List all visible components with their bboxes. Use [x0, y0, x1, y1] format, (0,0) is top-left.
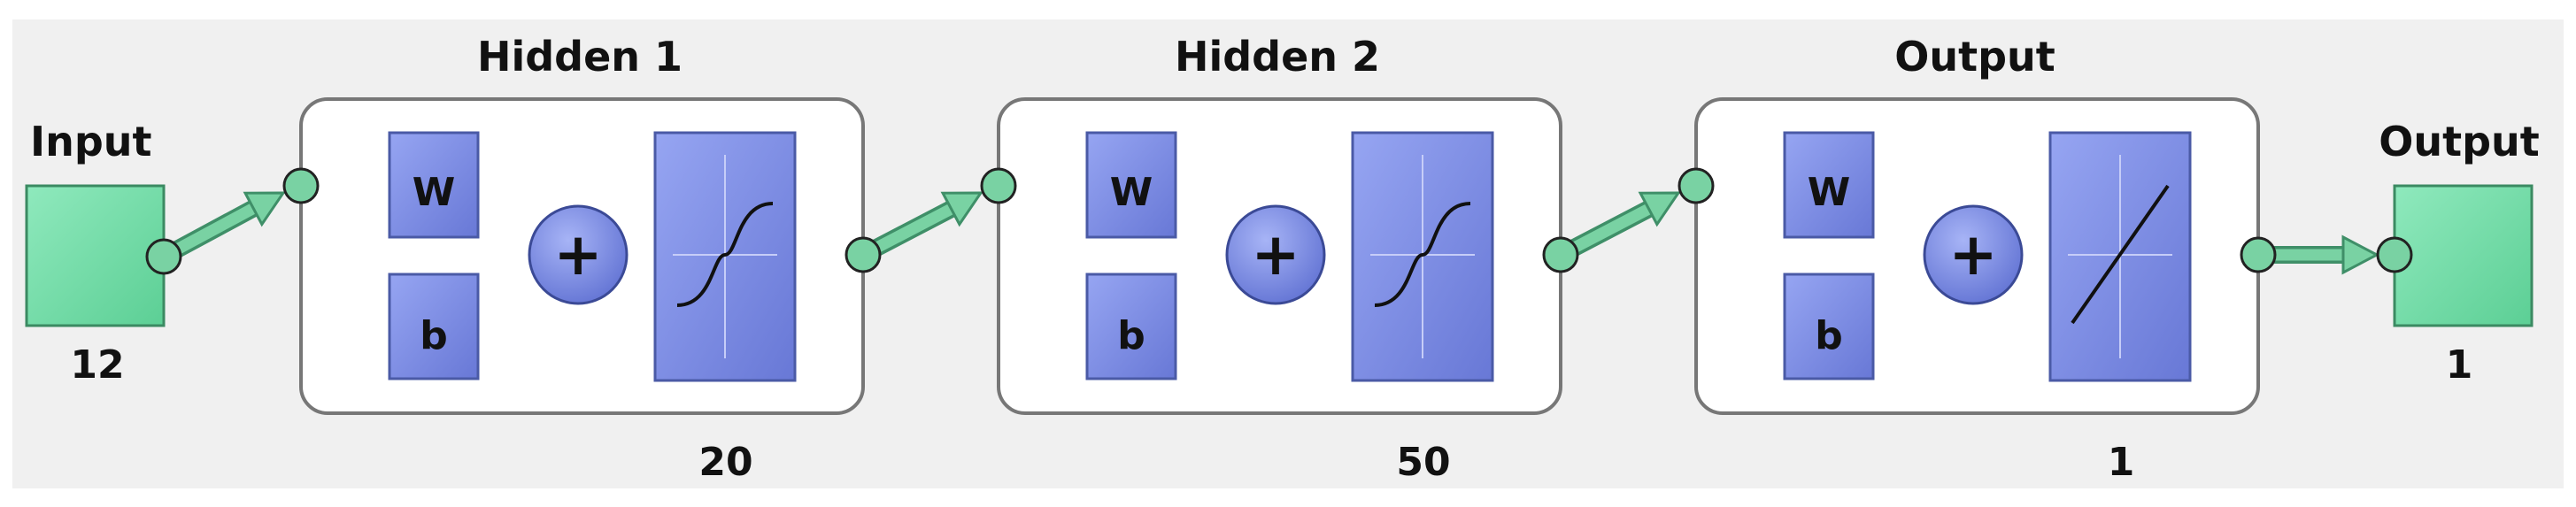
tansig-icon: [673, 155, 777, 358]
output-size: 1: [2446, 342, 2473, 388]
layer-output: Output W b + 1: [1694, 33, 2260, 485]
bias-block: [1085, 273, 1177, 380]
layer-title: Hidden 1: [477, 33, 683, 81]
layer-hidden-2: Hidden 2 W b + 50: [997, 33, 1562, 485]
weight-block: [1783, 131, 1875, 239]
link-1-2: [857, 196, 971, 261]
bias-block: [1783, 273, 1875, 380]
connection-nodes: [145, 167, 2413, 275]
input-arrow: [243, 191, 286, 227]
weight-block: [388, 131, 480, 239]
sum-symbol: +: [553, 220, 602, 288]
layer-2-input-node: [980, 167, 1017, 204]
input-label: Input: [30, 118, 152, 165]
output-node: [2376, 236, 2413, 273]
weight-label: W: [1808, 170, 1851, 215]
layer-1-output-node: [845, 236, 882, 273]
sum-junction: [1225, 204, 1326, 305]
sum-symbol: +: [1948, 220, 1997, 288]
weight-label: W: [1110, 170, 1153, 215]
tansig-icon: [1370, 155, 1475, 358]
output-square: [2393, 184, 2534, 327]
bias-label: b: [1815, 313, 1843, 358]
input-node: [145, 238, 182, 275]
purelin-icon: [2068, 155, 2172, 358]
input-square: [25, 184, 166, 327]
output-label: Output: [2379, 118, 2540, 165]
sum-symbol: +: [1251, 220, 1300, 288]
input-link: [158, 196, 272, 263]
bias-block: [388, 273, 480, 380]
weight-block: [1085, 131, 1177, 239]
bias-label: b: [1117, 313, 1145, 358]
arrow-1-2: [940, 191, 983, 227]
bias-label: b: [420, 313, 448, 358]
sum-junction: [1923, 204, 2024, 305]
layer-3-input-node: [1677, 167, 1715, 204]
output-block: Output 1: [2379, 118, 2540, 388]
arrow-2-3: [1638, 191, 1681, 227]
weight-label: W: [413, 170, 456, 215]
layer-title: Hidden 2: [1175, 33, 1380, 81]
layer-hidden-1: Hidden 1 W b + 20: [299, 33, 865, 485]
link-2-3: [1554, 196, 1669, 261]
layer-2-output-node: [1542, 236, 1579, 273]
input-size: 12: [70, 342, 124, 388]
output-arrow: [2341, 234, 2380, 275]
layer-title: Output: [1894, 33, 2055, 81]
neuron-count: 20: [698, 440, 752, 485]
input-block: Input 12: [25, 118, 166, 388]
sum-junction: [528, 204, 629, 305]
neuron-count: 50: [1396, 440, 1450, 485]
neuron-count: 1: [2108, 440, 2135, 485]
layer-3-output-node: [2240, 236, 2277, 273]
layer-1-input-node: [282, 167, 320, 204]
